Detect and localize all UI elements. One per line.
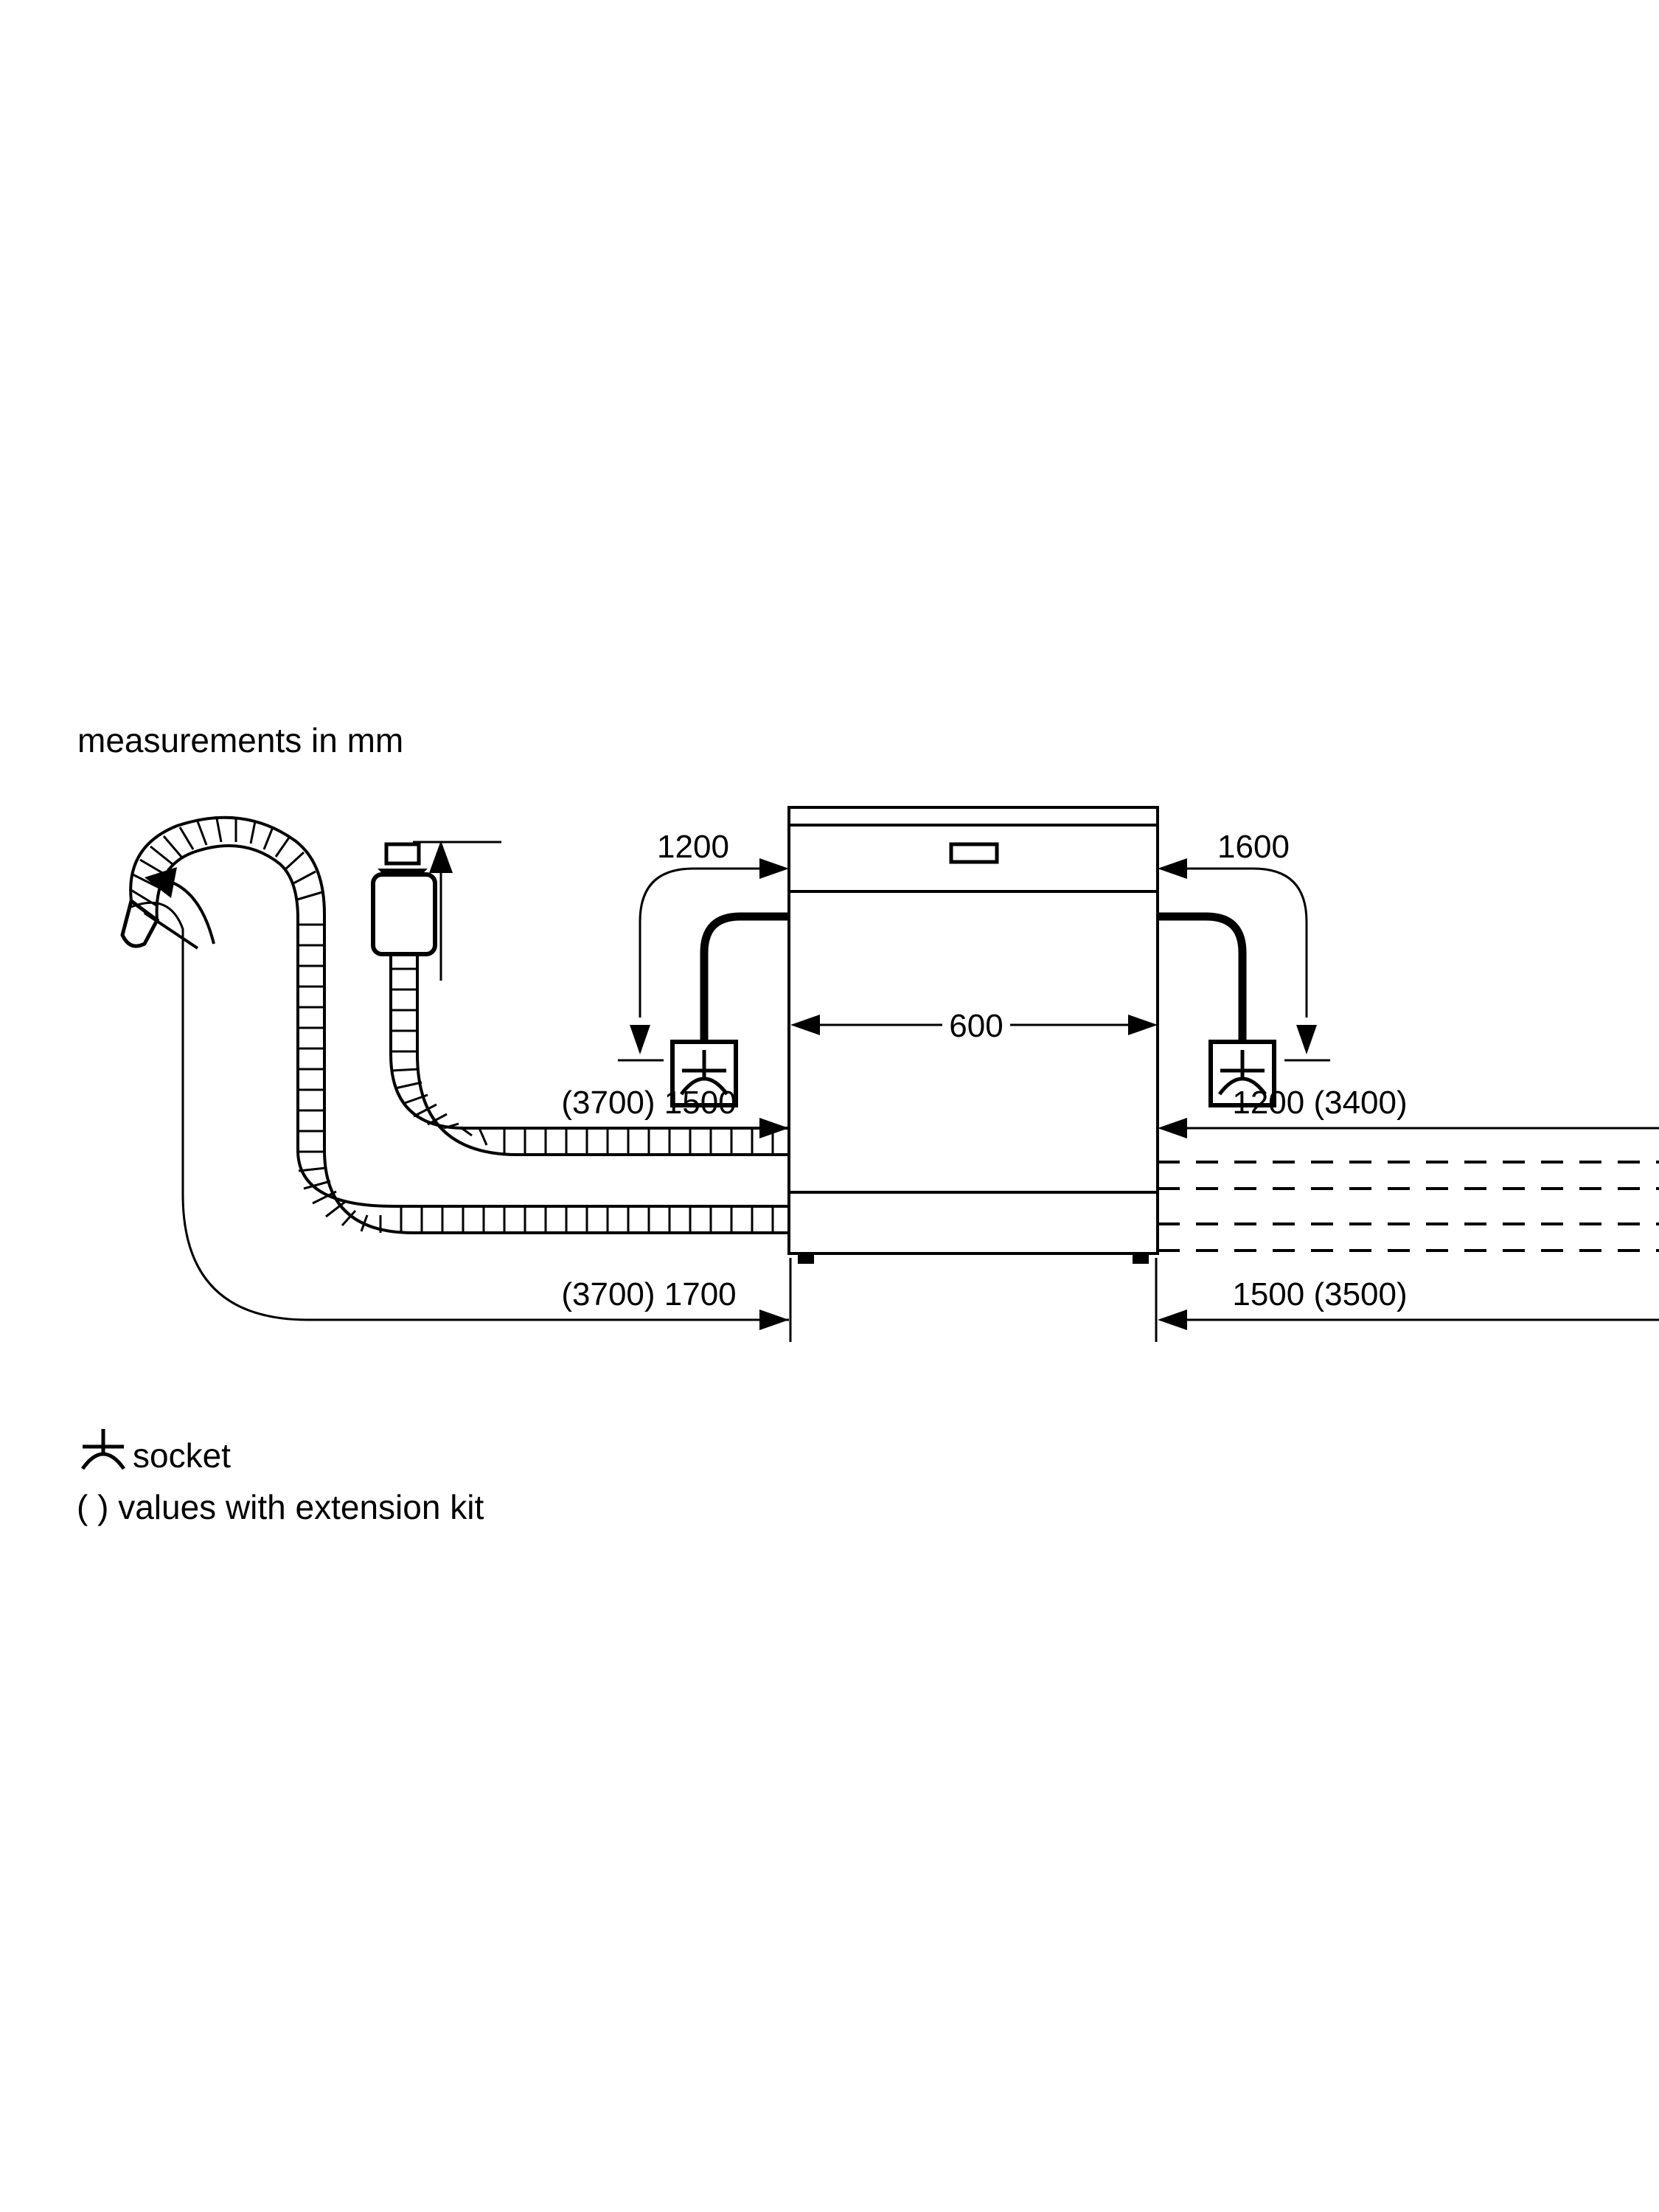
arrow-head-up xyxy=(429,841,453,873)
dimension-label-1200-left: 1200 xyxy=(657,829,729,865)
legend-socket-label: socket xyxy=(133,1436,231,1475)
dimension-1600-right: 1600 xyxy=(1158,829,1330,1062)
legend: socket ( ) values with extension kit xyxy=(77,1429,484,1526)
dimension-1200-left: 1200 xyxy=(618,829,789,1062)
dimension-label-width: 600 xyxy=(949,1008,1003,1044)
drain-hose-end-cuff xyxy=(120,897,160,948)
aquastop-valve xyxy=(371,842,437,956)
legend-extension-label: ( ) values with extension kit xyxy=(77,1488,484,1526)
appliance-top-strip xyxy=(787,806,1159,827)
appliance-foot-right xyxy=(1133,1253,1149,1264)
arrow-head-down xyxy=(1296,1025,1317,1054)
dimension-1500-right: 1500 (3500) xyxy=(1155,1258,1659,1342)
dimension-label-1600-right: 1600 xyxy=(1217,829,1290,865)
appliance-plinth xyxy=(787,1191,1159,1255)
socket-icon xyxy=(80,1429,126,1470)
socket-symbol-left xyxy=(670,1040,738,1107)
corrugated-drain-hose xyxy=(120,815,789,1234)
dimension-1700-left: (3700) 1700 xyxy=(347,1258,792,1342)
dimension-label-1500-right: 1500 (3500) xyxy=(1232,1276,1407,1312)
power-cable-right xyxy=(1158,912,1247,1045)
arrow-head-left xyxy=(1158,1118,1187,1138)
dimension-label-1200-right: 1200 (3400) xyxy=(1232,1085,1407,1121)
hose-continuation-dashed-lines xyxy=(1158,1161,1659,1252)
dimension-1500-left: (3700) 1500 xyxy=(509,1085,789,1138)
arrow-head-right xyxy=(759,1310,789,1330)
corrugated-inlet-hose xyxy=(389,911,789,1156)
arrow-head-right xyxy=(759,1118,789,1138)
dimension-label-1700-left: (3700) 1700 xyxy=(561,1276,736,1312)
width-dimension-600: 600 xyxy=(790,1008,1158,1044)
arrow-head-left xyxy=(1158,1310,1187,1330)
appliance-door xyxy=(787,890,1159,1194)
hose-end-direction-arrow xyxy=(143,867,215,950)
arrow-head-right xyxy=(1128,1015,1158,1035)
valve-cap xyxy=(384,842,421,866)
dimension-label-1500-left: (3700) 1500 xyxy=(561,1085,736,1121)
arrow-head-left xyxy=(1158,858,1187,879)
arrow-head-right xyxy=(759,858,789,879)
socket-symbol-right xyxy=(1208,1040,1276,1107)
arrow-head-left xyxy=(790,1015,820,1035)
valve-height-dimension xyxy=(413,841,501,981)
heading-measurements: measurements in mm xyxy=(77,721,403,759)
appliance-display-panel xyxy=(949,842,999,864)
power-cable-left xyxy=(700,912,789,1045)
drain-hose-leader-line xyxy=(131,901,789,1321)
appliance-foot-left xyxy=(798,1253,814,1264)
dimension-1200-right: 1200 (3400) xyxy=(1158,1085,1659,1138)
dishwasher-front-view xyxy=(787,806,1159,1264)
valve-body xyxy=(371,872,437,956)
arrow-head-down xyxy=(630,1025,650,1054)
